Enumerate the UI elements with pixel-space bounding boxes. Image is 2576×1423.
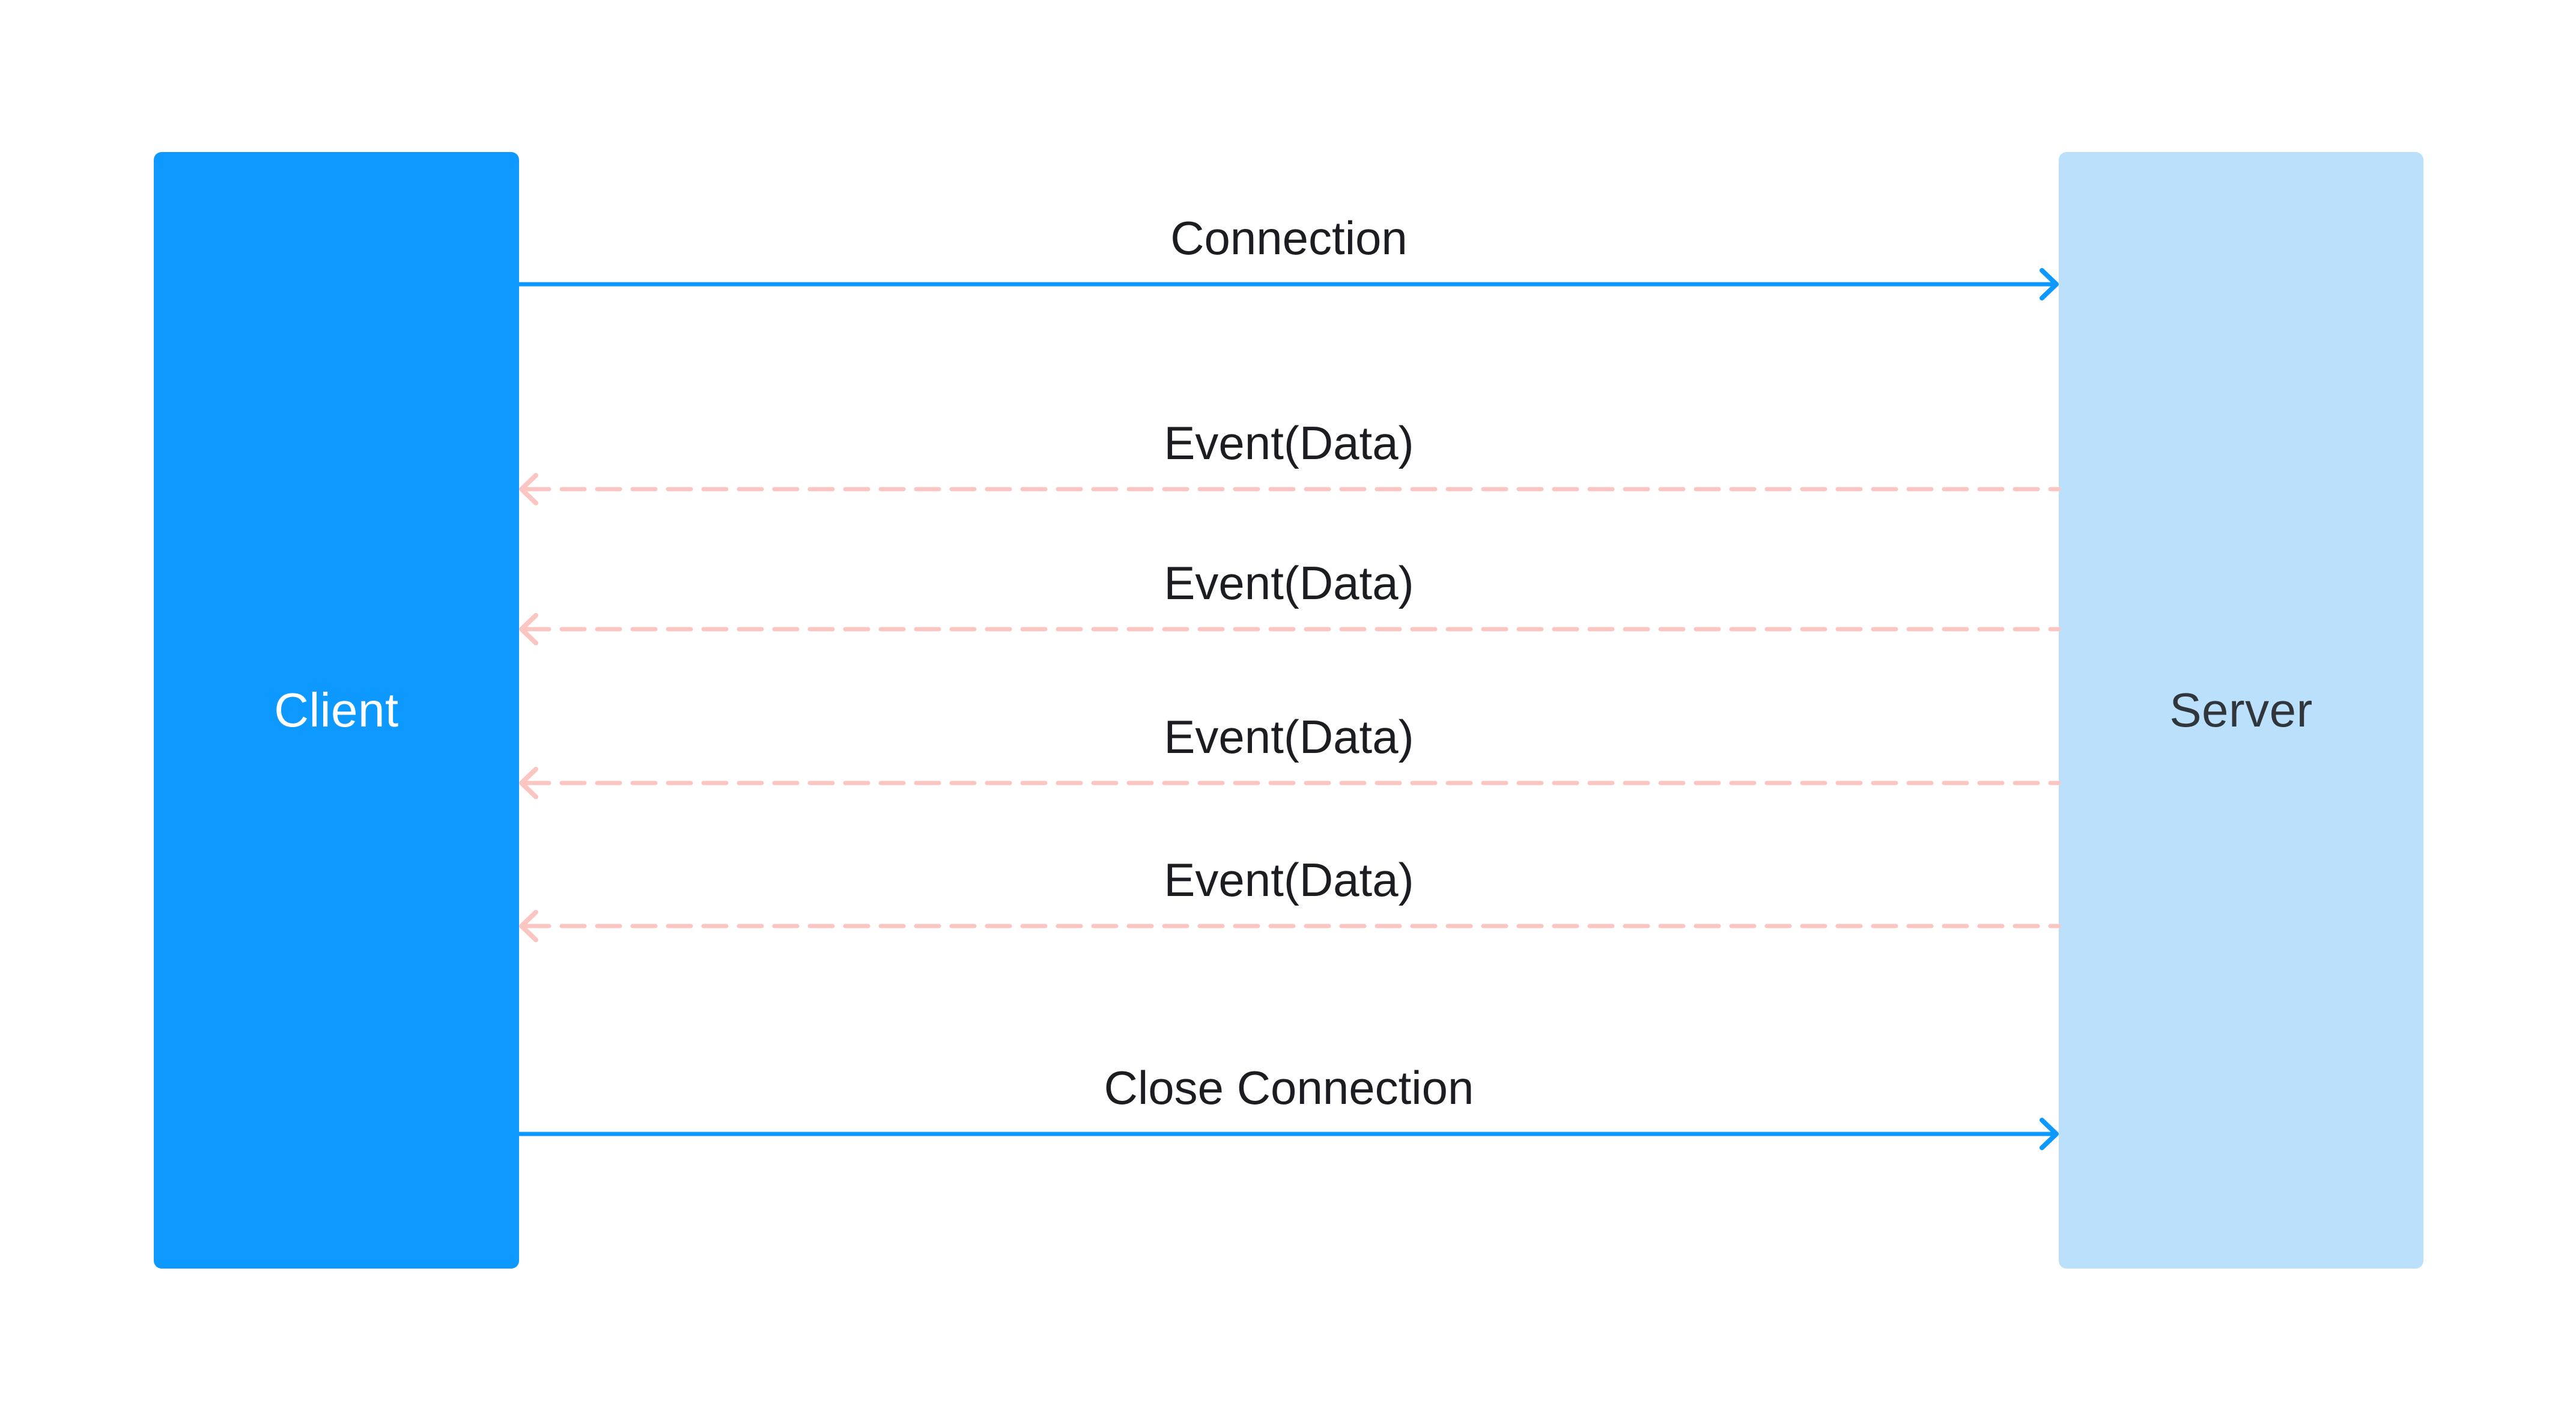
event-arrow-1 — [519, 473, 2061, 505]
event-arrow-3 — [519, 767, 2061, 799]
arrowhead-left-icon — [519, 613, 538, 645]
event-arrow-4 — [519, 910, 2061, 942]
connection-message-label: Connection — [1170, 212, 1408, 264]
client-node-label: Client — [274, 683, 399, 737]
arrowhead-left-icon — [519, 910, 538, 942]
event-arrow-2 — [519, 613, 2061, 645]
arrowhead-right-icon — [2040, 1118, 2059, 1150]
event-message-label: Event(Data) — [1164, 416, 1414, 469]
close-connection-arrow — [517, 1118, 2059, 1150]
close-connection-message-label: Close Connection — [1104, 1061, 1474, 1114]
arrowhead-right-icon — [2040, 268, 2059, 300]
server-node: Server — [2059, 152, 2423, 1269]
event-message-label: Event(Data) — [1164, 853, 1414, 906]
arrowhead-left-icon — [519, 767, 538, 799]
event-message-label: Event(Data) — [1164, 710, 1414, 763]
arrowhead-left-icon — [519, 473, 538, 505]
server-node-label: Server — [2169, 683, 2313, 737]
connection-arrow — [517, 268, 2059, 300]
event-message-label: Event(Data) — [1164, 556, 1414, 609]
client-node: Client — [154, 152, 519, 1269]
